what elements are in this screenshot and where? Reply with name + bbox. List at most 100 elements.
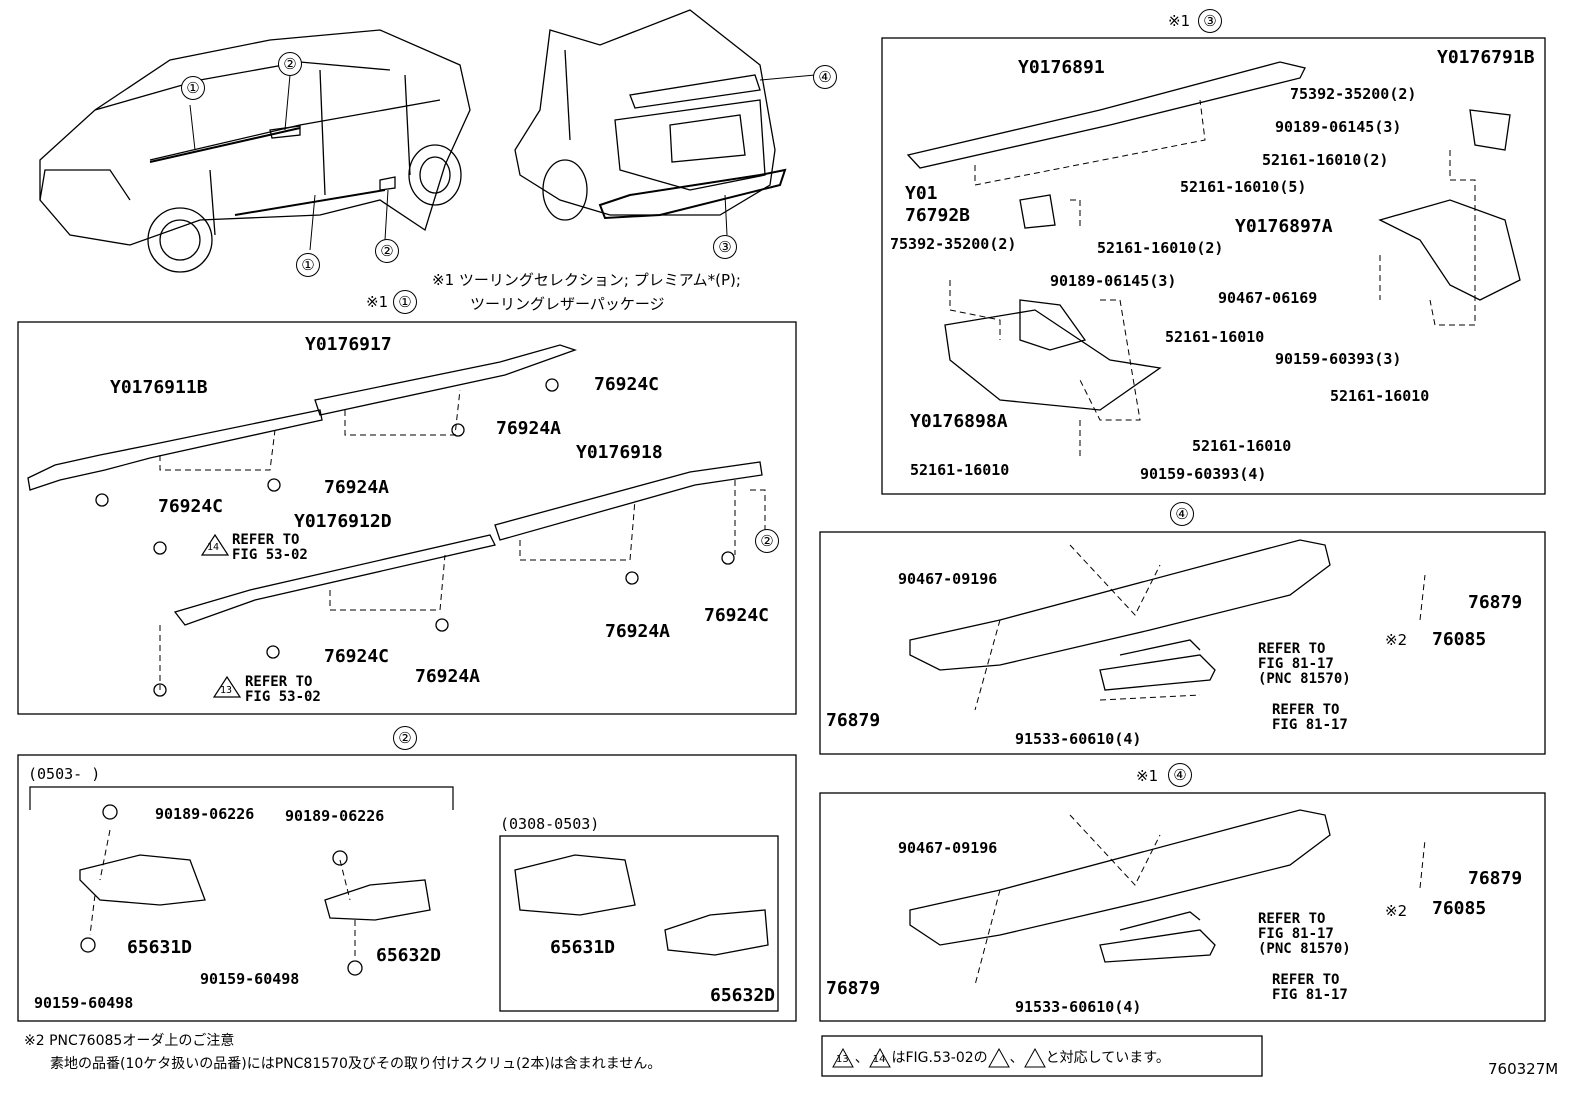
- part-label: 76924A: [415, 666, 481, 687]
- part-label: 76879: [826, 710, 881, 731]
- part-label: 75392-35200(2): [1290, 85, 1417, 103]
- part-label: Y0176917: [305, 334, 392, 355]
- part-label: 52161-16010: [1330, 387, 1430, 405]
- part-label: Y0176912D: [294, 511, 392, 532]
- refer-to-fig: REFER TO FIG 53-02: [245, 674, 321, 705]
- warning-triangle-icon: [200, 533, 230, 556]
- part-label: 52161-16010: [1165, 328, 1265, 346]
- part-label: 90189-06145(3): [1050, 272, 1177, 290]
- s3-parts: [906, 61, 1521, 460]
- section-3-number: ③: [1198, 9, 1222, 33]
- s1-moldings: [27, 344, 766, 697]
- legend-box: [821, 1035, 1263, 1077]
- part-label: 76879: [1468, 592, 1523, 613]
- warning-triangle-icon: [212, 675, 242, 698]
- s4a-spoiler: [909, 539, 1426, 711]
- car-rear-view: [514, 9, 787, 221]
- part-label: 90159-60393(3): [1275, 350, 1402, 368]
- part-label: 52161-16010(5): [1180, 178, 1307, 196]
- part-label: Y0176791B: [1437, 47, 1535, 68]
- overview-callout-3: ③: [713, 235, 737, 259]
- section-4b-number: ④: [1168, 763, 1192, 787]
- part-label: 76924A: [496, 418, 562, 439]
- part-label: 65631D: [550, 937, 616, 958]
- legend-sep: 、: [1009, 1050, 1024, 1066]
- overview-callout-2b: ②: [375, 239, 399, 263]
- part-label: 90159-60393(4): [1140, 465, 1267, 483]
- warning-triangle-icon: [1023, 1047, 1046, 1068]
- part-label: Y0176897A: [1235, 216, 1333, 237]
- part-label: 76924C: [158, 496, 224, 517]
- part-label: 52161-16010(2): [1262, 151, 1389, 169]
- overview-callout-2a: ②: [278, 52, 302, 76]
- legend-14: 14: [872, 1054, 886, 1065]
- callout-2: ②: [755, 529, 779, 553]
- legend-13: 13: [836, 1054, 849, 1065]
- section-4a-number: ④: [1170, 502, 1194, 526]
- refer-to-fig: REFER TO FIG 81-17: [1272, 702, 1348, 733]
- note-mark: ※2: [1385, 902, 1408, 920]
- part-label: 65632D: [376, 945, 442, 966]
- section-4b-mark: ※1: [1136, 767, 1159, 785]
- part-label: 76924C: [594, 374, 660, 395]
- part-label: 76792B: [905, 205, 971, 226]
- part-label: Y0176918: [576, 442, 663, 463]
- warning-triangle-icon: [832, 1047, 854, 1068]
- legend-end: と対応しています。: [1045, 1050, 1170, 1066]
- part-label: 90159-60498: [34, 994, 134, 1012]
- part-label: 52161-16010: [910, 461, 1010, 479]
- section-3-mark: ※1: [1168, 12, 1191, 30]
- part-label: 75392-35200(2): [890, 235, 1017, 253]
- refer-to-fig: REFER TO FIG 53-02: [232, 532, 308, 563]
- part-label: Y0176891: [1018, 57, 1105, 78]
- section-4a-box: [819, 531, 1546, 755]
- part-label: 52161-16010(2): [1097, 239, 1224, 257]
- section-4b-box: [819, 792, 1546, 1022]
- overview-callout-4: ④: [813, 65, 837, 89]
- section-1-mark: ※1: [366, 293, 389, 311]
- overview-callout-1b: ①: [296, 253, 320, 277]
- part-label: 65631D: [127, 937, 193, 958]
- part-label: 76085: [1432, 629, 1487, 650]
- part-label: Y0176898A: [910, 411, 1008, 432]
- part-label: 90159-60498: [200, 970, 300, 988]
- part-label: 91533-60610(4): [1015, 998, 1142, 1016]
- figure-number: 760327M: [1488, 1060, 1559, 1078]
- note-mark: ※2: [1385, 631, 1408, 649]
- overview-note-line1: ※1 ツーリングセレクション; プレミアム*(P);: [432, 271, 741, 289]
- section-2-number: ②: [393, 726, 417, 750]
- car-front-view: [39, 29, 471, 273]
- part-label: 76085: [1432, 898, 1487, 919]
- triangle-13-number: 13: [220, 685, 233, 696]
- part-label: 52161-16010: [1192, 437, 1292, 455]
- part-label: 90189-06145(3): [1275, 118, 1402, 136]
- part-label: 76879: [826, 978, 881, 999]
- warning-triangle-icon: [987, 1047, 1010, 1068]
- refer-to-fig: REFER TO FIG 81-17 (PNC 81570): [1258, 641, 1351, 687]
- part-label: 76924C: [324, 646, 390, 667]
- section-2-box: [17, 754, 797, 1022]
- part-label: 90467-09196: [898, 570, 998, 588]
- part-label: 90189-06226: [155, 805, 255, 823]
- part-label: Y0176911B: [110, 377, 208, 398]
- overview-callout-1a: ①: [181, 76, 205, 100]
- section-3-box: [881, 37, 1546, 495]
- part-label: Y01: [905, 183, 938, 204]
- refer-to-fig: REFER TO FIG 81-17: [1272, 972, 1348, 1003]
- part-label: 65632D: [710, 985, 776, 1006]
- part-label: 76924A: [324, 477, 390, 498]
- triangle-14-number: 14: [207, 542, 220, 553]
- part-label: 76924C: [704, 605, 770, 626]
- warning-triangle-icon: [868, 1047, 891, 1068]
- section-1-number: ①: [393, 290, 417, 314]
- part-label: 76924A: [605, 621, 671, 642]
- range-label: (0503- ): [28, 765, 101, 783]
- part-label: 91533-60610(4): [1015, 730, 1142, 748]
- s2-brackets: [79, 804, 769, 976]
- footer-note-1: ※2 PNC76085オーダ上のご注意: [24, 1033, 235, 1049]
- part-label: 90467-06169: [1218, 289, 1318, 307]
- refer-to-fig: REFER TO FIG 81-17 (PNC 81570): [1258, 911, 1351, 957]
- footer-note-2: 素地の品番(10ケタ扱いの品番)にはPNC81570及びその取り付けスクリュ(2…: [50, 1056, 662, 1072]
